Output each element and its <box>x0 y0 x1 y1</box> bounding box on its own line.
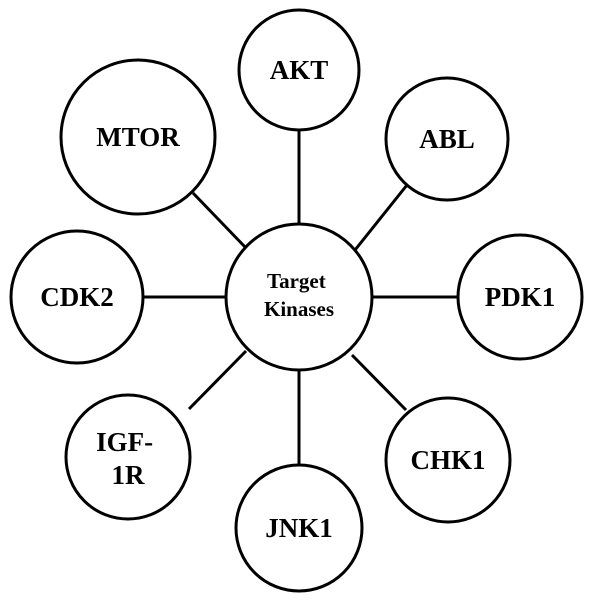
node-cdk2-label: CDK2 <box>40 282 114 312</box>
node-mtor[interactable]: MTOR <box>59 58 217 216</box>
node-chk1-line: CHK1 <box>410 445 485 475</box>
hub-label: Target Kinases <box>264 269 334 321</box>
node-pdk1[interactable]: PDK1 <box>456 233 584 361</box>
node-cdk2-circle <box>9 229 145 365</box>
node-jnk1-circle <box>234 463 364 593</box>
node-igf1r[interactable]: IGF- 1R <box>64 393 192 521</box>
edges <box>142 121 458 466</box>
node-pdk1-circle <box>456 233 584 361</box>
edge-chk1 <box>350 353 408 412</box>
node-pdk1-label: PDK1 <box>485 282 556 312</box>
hub-circle <box>224 222 374 372</box>
node-igf1r-line-1: IGF- <box>96 427 153 457</box>
node-mtor-circle <box>59 58 217 216</box>
node-chk1-circle <box>384 396 512 524</box>
nodes: AKT ABL PDK1 CHK1 JNK1 <box>9 8 584 593</box>
node-abl[interactable]: ABL <box>384 76 510 202</box>
edge-mtor <box>191 191 248 250</box>
node-igf1r-label: IGF- 1R <box>96 427 160 490</box>
node-mtor-line: MTOR <box>96 122 180 152</box>
node-jnk1-label: JNK1 <box>265 513 333 543</box>
node-akt[interactable]: AKT <box>237 8 361 132</box>
node-akt-line: AKT <box>270 55 329 85</box>
node-abl-circle <box>384 76 510 202</box>
node-akt-circle <box>237 8 361 132</box>
node-jnk1[interactable]: JNK1 <box>234 463 364 593</box>
node-akt-label: AKT <box>270 55 329 85</box>
edge-igf1r <box>187 349 248 411</box>
node-igf1r-line-2: 1R <box>112 460 146 490</box>
node-chk1[interactable]: CHK1 <box>384 396 512 524</box>
node-abl-line: ABL <box>419 124 475 154</box>
node-cdk2-line: CDK2 <box>40 282 114 312</box>
node-cdk2[interactable]: CDK2 <box>9 229 145 365</box>
node-igf1r-circle <box>64 393 192 521</box>
hub-node[interactable]: Target Kinases <box>224 222 374 372</box>
edge-abl <box>349 184 409 256</box>
node-pdk1-line: PDK1 <box>485 282 556 312</box>
hub-label-line-2: Kinases <box>264 297 334 321</box>
node-jnk1-line: JNK1 <box>265 513 333 543</box>
node-mtor-label: MTOR <box>96 122 180 152</box>
node-chk1-label: CHK1 <box>410 445 485 475</box>
node-abl-label: ABL <box>419 124 475 154</box>
hub-label-line-1: Target <box>267 269 326 293</box>
